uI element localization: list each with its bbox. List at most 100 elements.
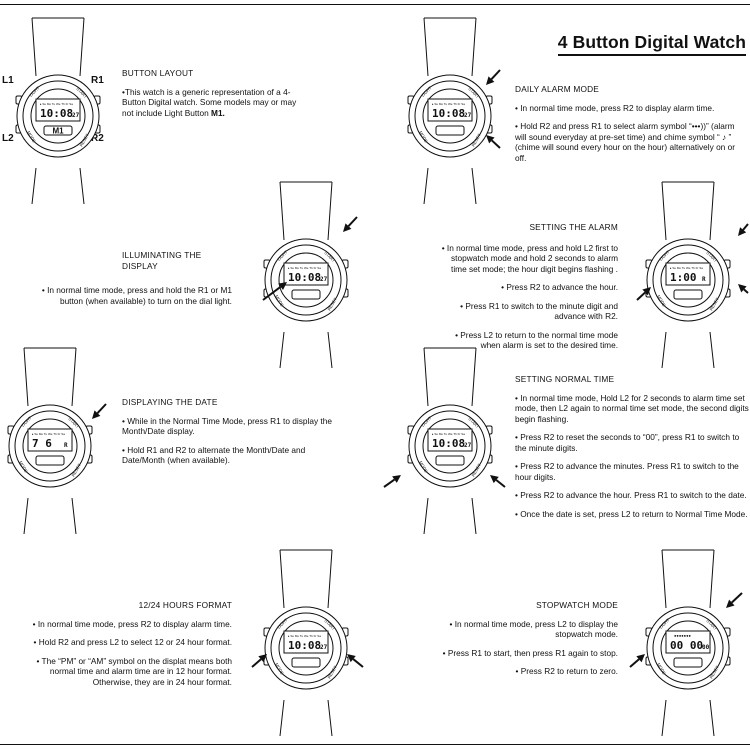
light-button-panel [43,125,73,136]
section-item: • Press R2 to reset the seconds to “00”,… [515,432,740,453]
watch-dial [30,88,86,144]
top-strap [23,347,77,407]
lcd-screen [283,630,329,654]
section-item: • Press R2 to advance the minutes. Press… [515,461,739,482]
bottom-strap [661,699,715,737]
watch-dial [660,252,716,308]
watch-bezel [652,612,724,684]
section-item: • Press R2 to advance the hour. Press R1… [515,490,747,501]
section-item: • Hold R2 and press R1 to select alarm s… [515,121,735,163]
lcd-screen [665,630,711,654]
lcd-screen [27,428,73,452]
bottom-strap [279,331,333,369]
section-item: • Press R1 to start, then press R1 again… [442,647,618,658]
top-strap [661,181,715,241]
watch-bezel [22,80,94,152]
bezel-mode-label: MODE [274,662,285,676]
lcd-main-digits: 10:08 [432,107,465,120]
watch-bezel [652,244,724,316]
lcd-screen [35,98,81,122]
bezel-reset-label: RESET [471,463,483,478]
lcd-main-digits: 10:08 [40,107,73,120]
light-button-panel [435,125,465,136]
bezel-reset-label: RESET [709,297,721,312]
days-row: ▸ Su Mo Tu We Th Fr Sa [432,432,465,436]
section-item: • Press R2 to return to zero. [515,666,618,677]
lcd-screen [427,98,473,122]
lcd-small-digits: 27 [320,276,328,283]
days-row: ▸ Su Mo Tu We Th Fr Sa [432,102,465,106]
top-strap [279,181,333,241]
stopwatch-dots: ●●●●●●● [674,633,691,638]
lcd-small-digits: 00 [702,644,710,651]
bezel-mode-label: MODE [418,130,429,144]
lcd-small-digits: 27 [320,644,328,651]
bezel-mode-label: MODE [656,662,667,676]
lcd-small-digits: R [64,442,68,449]
days-row: ▸ Su Mo Tu We Th Fr Sa [288,266,321,270]
section-text-main: •This watch is a generic representation … [122,86,297,118]
lcd-screen [665,262,711,286]
section-item: • In normal time mode, press and hold L2… [441,242,618,274]
light-button-panel [35,455,65,466]
lcd-small-digits: 27 [464,442,472,449]
watch-dial [278,620,334,676]
lcd-main-digits: 7 6 [32,437,52,450]
bottom-strap [423,497,477,535]
watch-bezel [14,410,86,482]
light-button-panel [291,657,321,668]
label-r2: R2 [91,133,104,144]
section-item: • Press R1 to switch to the minute digit… [460,300,618,322]
arrow-alarm-r2 [738,284,749,294]
light-button-panel [673,289,703,300]
section-stopwatch: STOPWATCH MODE • In normal time mode, pr… [440,600,618,685]
arrow-alarm-r1 [738,223,749,236]
watch-bezel [270,612,342,684]
watch-bezel [414,80,486,152]
bezel-reset-label: RESET [471,133,483,148]
bottom-strap [423,167,477,205]
section-item: • In normal time mode, press R2 to displ… [515,102,715,113]
lcd-screen [427,428,473,452]
section-heading: SETTING THE ALARM [529,222,618,232]
top-strap [661,549,715,609]
section-item: • Hold R2 and press L2 to select 12 or 2… [33,637,232,648]
bezel-mode-label: MODE [418,460,429,474]
section-heading: 12/24 HOURS FORMAT [138,600,232,610]
section-item: • While in the Normal Time Mode, press R… [122,415,332,437]
frame-top-line [0,4,750,5]
bottom-strap [31,167,85,205]
watch-dial [422,418,478,474]
lcd-main-digits: 00 00 [670,639,703,652]
section-heading: SETTING NORMAL TIME [515,374,615,384]
section-heading: DAILY ALARM MODE [515,84,600,94]
lcd-small-digits: 27 [464,112,472,119]
section-item: • The “PM” or “AM” symbol on the displat… [36,655,233,687]
days-row: ▸ Su Mo Tu We Th Fr Sa [40,102,73,106]
lcd-main-digits: 10:08 [432,437,465,450]
bezel-mode-label: MODE [26,130,37,144]
section-item: • Hold R1 and R2 to alternate the Month/… [122,444,306,466]
lcd-screen [283,262,329,286]
top-strap [279,549,333,609]
bottom-strap [23,497,77,535]
lcd-small-digits: R [702,276,706,283]
lcd-main-digits: 1:00 [670,271,697,284]
section-item: • Once the date is set, press L2 to retu… [515,508,748,519]
section-setting-alarm: SETTING THE ALARM • In normal time mode,… [440,222,618,359]
page-title: 4 Button Digital Watch [557,32,746,56]
lcd-small-digits: 27 [72,112,80,119]
label-l1: L1 [2,75,14,86]
light-button-panel [435,455,465,466]
